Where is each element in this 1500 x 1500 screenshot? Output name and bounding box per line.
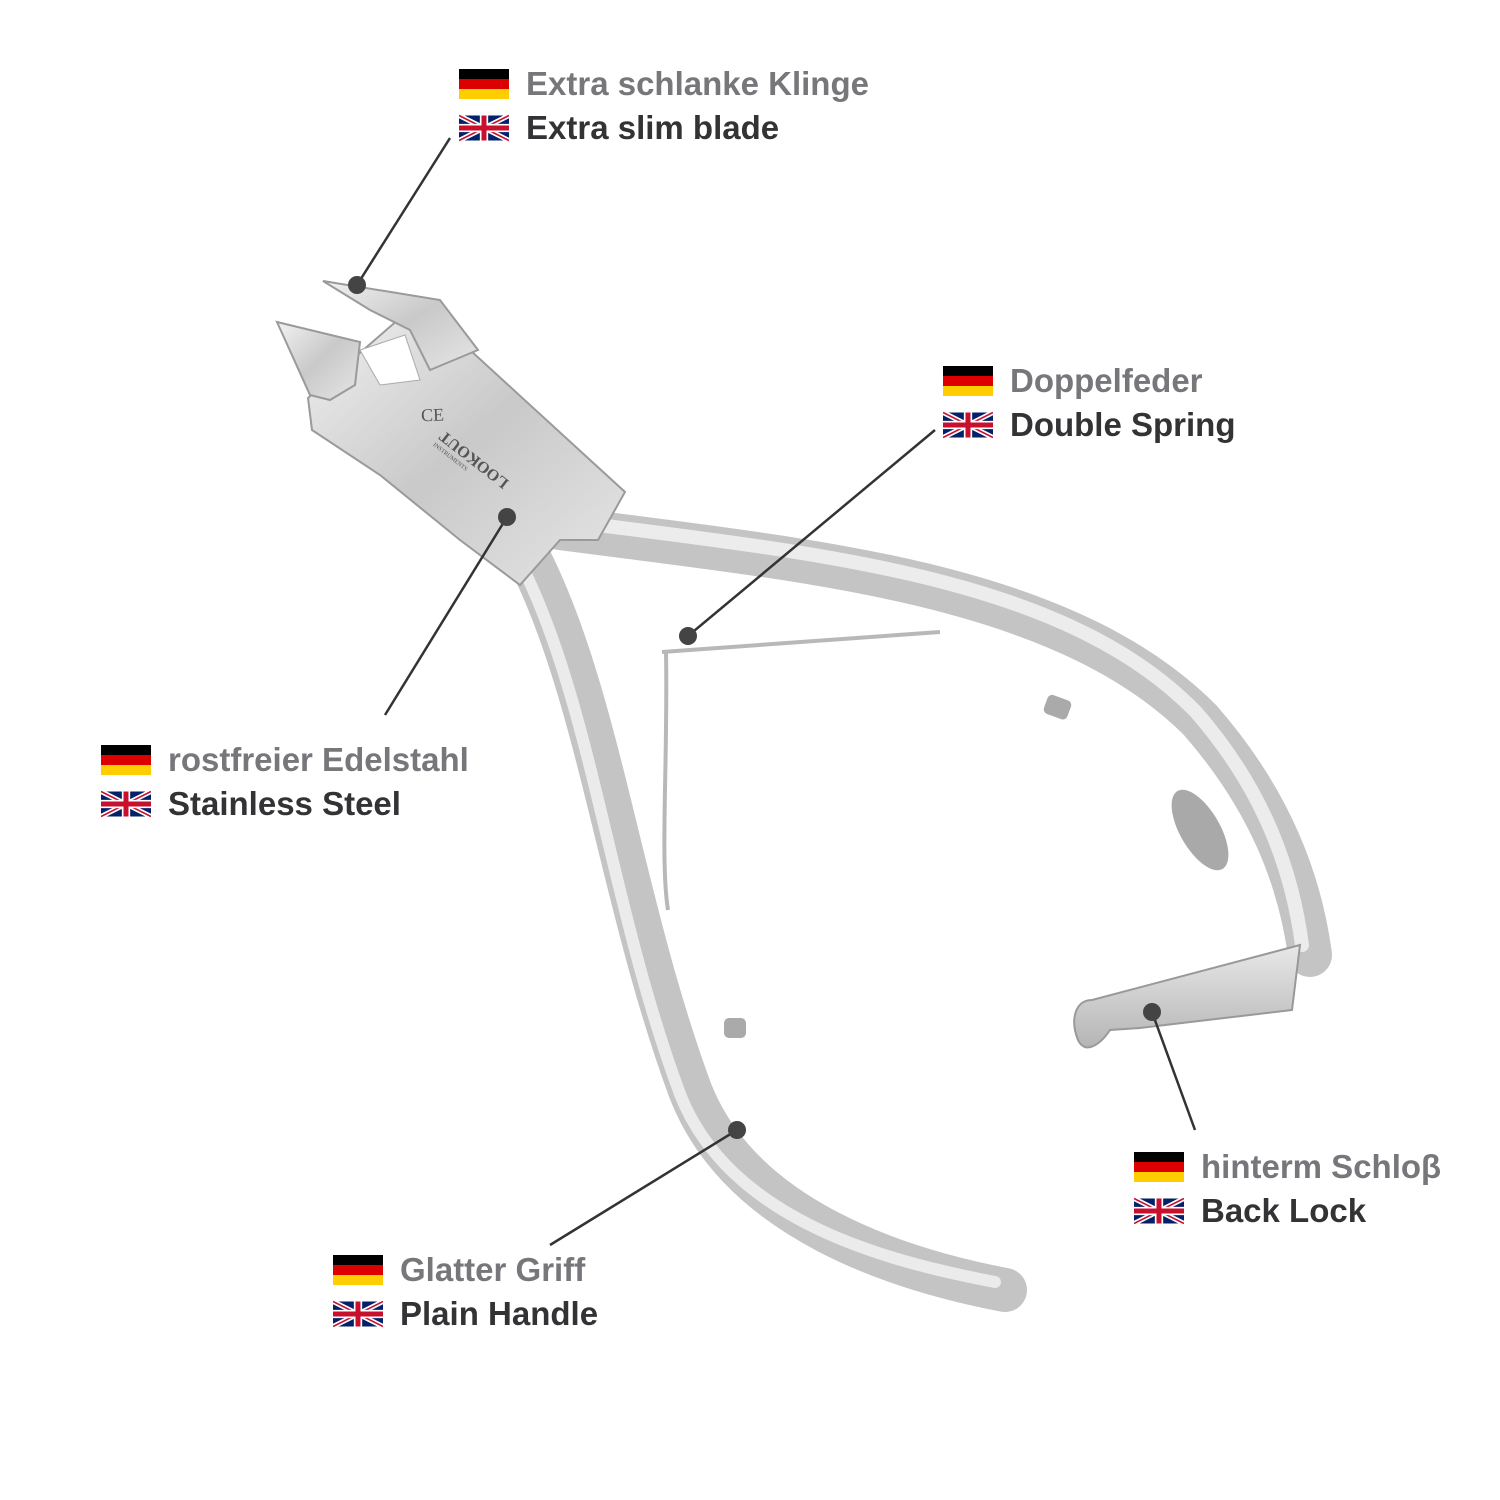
label-en: Back Lock (1201, 1192, 1367, 1229)
german-flag-icon (1134, 1152, 1184, 1182)
leader-lines (355, 137, 1197, 1247)
ce-mark: CE (420, 404, 445, 426)
label-de: hinterm Schloβ (1201, 1148, 1442, 1185)
label-de: rostfreier Edelstahl (168, 741, 469, 778)
uk-flag-icon (101, 789, 151, 819)
label-en: Plain Handle (400, 1295, 599, 1332)
label-de: Glatter Griff (400, 1251, 586, 1288)
german-flag-icon (943, 366, 993, 396)
german-flag-icon (333, 1255, 383, 1285)
uk-flag-icon (1134, 1196, 1184, 1226)
lower-blade (275, 320, 362, 402)
label-en: Stainless Steel (168, 785, 401, 822)
callout-plain-handle: Glatter Griff Plain Handle (333, 1248, 598, 1336)
back-lock (1073, 943, 1302, 1049)
callout-dots (348, 276, 1161, 1139)
callout-double-spring: Doppelfeder Double Spring (943, 359, 1236, 447)
label-de: Extra schlanke Klinge (526, 65, 869, 102)
callout-stainless-steel: rostfreier Edelstahl Stainless Steel (101, 738, 469, 826)
double-spring (661, 630, 941, 911)
uk-flag-icon (943, 410, 993, 440)
upper-blade (322, 280, 480, 372)
label-de: Doppelfeder (1010, 362, 1203, 399)
german-flag-icon (459, 69, 509, 99)
label-en: Extra slim blade (526, 109, 780, 146)
uk-flag-icon (333, 1299, 383, 1329)
german-flag-icon (101, 745, 151, 775)
callout-extra-slim-blade: Extra schlanke Klinge Extra slim blade (459, 62, 869, 150)
upper-handle (538, 506, 1332, 977)
callout-back-lock: hinterm Schloβ Back Lock (1134, 1145, 1441, 1233)
label-en: Double Spring (1010, 406, 1236, 443)
lower-handle (508, 538, 1027, 1312)
uk-flag-icon (459, 113, 509, 143)
